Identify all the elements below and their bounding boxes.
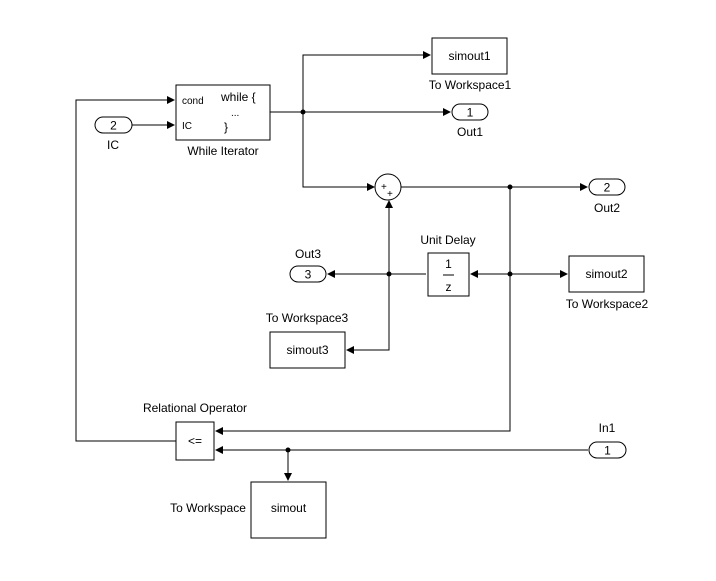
- relational-operator-label: Relational Operator: [143, 401, 247, 415]
- to-workspace3-block[interactable]: simout3: [269, 331, 346, 369]
- out2-number: 2: [604, 181, 611, 195]
- out3-label: Out3: [295, 247, 321, 261]
- junction-dot: [507, 271, 513, 277]
- wire-to-workspace1[interactable]: [302, 51, 431, 112]
- to-workspace1-block[interactable]: simout1: [431, 37, 508, 75]
- while-code-line2: ...: [231, 108, 239, 119]
- to-workspace-block[interactable]: simout: [250, 481, 327, 539]
- while-iterator-block[interactable]: cond IC while { ... }: [175, 84, 271, 141]
- to-workspace2-label: To Workspace2: [566, 297, 649, 311]
- wire-sum-branch-down[interactable]: [215, 187, 511, 435]
- to-workspace3-label: To Workspace3: [266, 311, 349, 325]
- relational-operator-symbol: <=: [188, 434, 202, 448]
- while-code-line1: while {: [220, 90, 256, 104]
- junction-dot: [300, 109, 306, 115]
- to-workspace1-label: To Workspace1: [429, 78, 512, 92]
- to-workspace-var: simout: [271, 501, 307, 515]
- ic-inport-label: IC: [107, 138, 119, 152]
- to-workspace3-var: simout3: [286, 343, 328, 357]
- out1-label: Out1: [457, 125, 483, 139]
- while-port-ic: IC: [182, 121, 192, 132]
- junction-dot: [386, 271, 392, 277]
- while-port-cond: cond: [182, 96, 204, 107]
- wire-relop-to-cond[interactable]: [75, 96, 176, 442]
- to-workspace-label: To Workspace: [170, 501, 246, 515]
- ic-inport-block[interactable]: 2: [94, 116, 133, 134]
- relational-operator-block[interactable]: <=: [175, 421, 215, 461]
- while-code-line3: }: [224, 120, 228, 134]
- unit-delay-denominator: z: [446, 280, 452, 294]
- out1-number: 1: [467, 106, 474, 120]
- out2-label: Out2: [594, 201, 620, 215]
- junction-dot: [285, 447, 291, 453]
- signal-lines: [75, 51, 588, 481]
- to-workspace1-var: simout1: [448, 49, 490, 63]
- wire-to-sum-left[interactable]: [302, 112, 375, 191]
- out2-outport-block[interactable]: 2: [588, 178, 626, 196]
- wire-to-workspace3[interactable]: [346, 274, 390, 354]
- sum-sign-left: +: [381, 182, 387, 193]
- to-workspace2-block[interactable]: simout2: [568, 255, 645, 293]
- to-workspace2-var: simout2: [585, 267, 627, 281]
- in1-label: In1: [599, 421, 616, 435]
- unit-delay-label: Unit Delay: [420, 233, 475, 247]
- while-iterator-label: While Iterator: [187, 144, 258, 158]
- sum-sign-bottom: +: [387, 189, 393, 200]
- in1-inport-block[interactable]: 1: [588, 441, 627, 459]
- sum-block[interactable]: + +: [374, 173, 402, 201]
- in1-number: 1: [604, 444, 611, 458]
- ic-inport-number: 2: [110, 119, 117, 133]
- unit-delay-block[interactable]: 1 z: [427, 252, 470, 297]
- junction-dot: [507, 184, 513, 190]
- out3-outport-block[interactable]: 3: [289, 265, 327, 283]
- unit-delay-numerator: 1: [445, 257, 452, 271]
- out1-outport-block[interactable]: 1: [451, 103, 489, 121]
- out3-number: 3: [305, 268, 312, 282]
